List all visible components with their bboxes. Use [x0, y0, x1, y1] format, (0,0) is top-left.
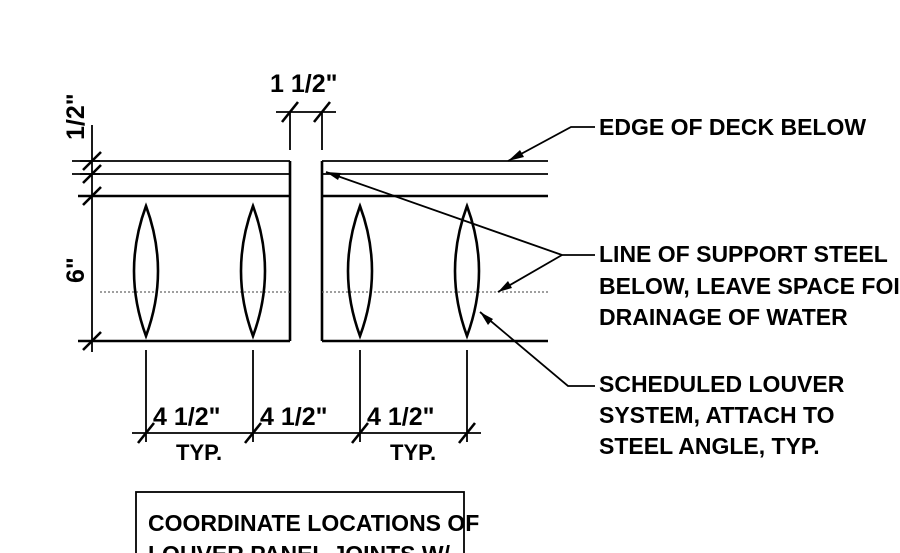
leaders — [325, 126, 595, 387]
leader-arrowhead — [480, 312, 493, 325]
deck-lines — [72, 160, 548, 343]
leader-arrowhead — [508, 150, 524, 161]
dim-spacing-3-text: 4 1/2" — [367, 403, 434, 431]
dim-tick — [243, 422, 263, 444]
dim-tick — [82, 186, 102, 206]
leader-support-steel-1 — [325, 171, 595, 256]
note-box-frame — [135, 491, 465, 553]
dim-top-gap: 1 1/2" — [270, 70, 337, 150]
note-box-line-1: COORDINATE LOCATIONS OF — [148, 510, 479, 536]
dim-tick — [280, 101, 300, 123]
typ-right-text: TYP. — [390, 440, 436, 465]
coordination-note-box: COORDINATE LOCATIONS OF LOUVER PANEL JOI… — [135, 491, 479, 553]
dim-top-band-text: 1/2" — [62, 93, 90, 140]
louver-blade-4 — [453, 202, 481, 340]
note-support-steel-line-3: DRAINAGE OF WATER — [599, 304, 848, 330]
louver-blade-2 — [239, 202, 267, 340]
dim-tick — [82, 331, 102, 351]
leader-edge-of-deck — [507, 126, 595, 162]
leader-scheduled-louver — [479, 311, 595, 387]
note-edge-of-deck: EDGE OF DECK BELOW — [599, 114, 866, 140]
notes: EDGE OF DECK BELOW LINE OF SUPPORT STEEL… — [599, 114, 900, 459]
dim-tick — [136, 422, 156, 444]
note-support-steel-line-1: LINE OF SUPPORT STEEL — [599, 241, 888, 267]
louver-blade-1 — [132, 202, 160, 340]
dim-tick — [312, 101, 332, 123]
dim-tick — [82, 164, 102, 184]
dim-panel-depth-text: 6" — [62, 257, 90, 283]
note-support-steel-line-2: BELOW, LEAVE SPACE FOI — [599, 273, 900, 299]
typ-left-text: TYP. — [176, 440, 222, 465]
panel-joint — [288, 161, 324, 341]
note-box-line-2: LOUVER PANEL JOINTS W/ — [148, 541, 451, 553]
dim-tick — [457, 422, 477, 444]
louver-blade-3 — [346, 202, 374, 340]
leader-arrowhead — [326, 172, 341, 180]
leader-arrowhead — [498, 281, 512, 292]
dim-tick — [82, 151, 102, 171]
note-louver-line-3: STEEL ANGLE, TYP. — [599, 433, 820, 459]
note-louver-line-1: SCHEDULED LOUVER — [599, 371, 845, 397]
dim-spacing-2-text: 4 1/2" — [260, 403, 327, 431]
dim-spacing-1-text: 4 1/2" — [153, 403, 220, 431]
dim-bottom-spacing: 4 1/2" 4 1/2" 4 1/2" TYP. TYP. — [132, 350, 481, 465]
note-louver-line-2: SYSTEM, ATTACH TO — [599, 402, 835, 428]
dim-top-gap-text: 1 1/2" — [270, 70, 337, 98]
louver-blades — [132, 202, 481, 340]
dim-tick — [350, 422, 370, 444]
dim-left-vertical: 1/2" 6" — [62, 93, 102, 352]
